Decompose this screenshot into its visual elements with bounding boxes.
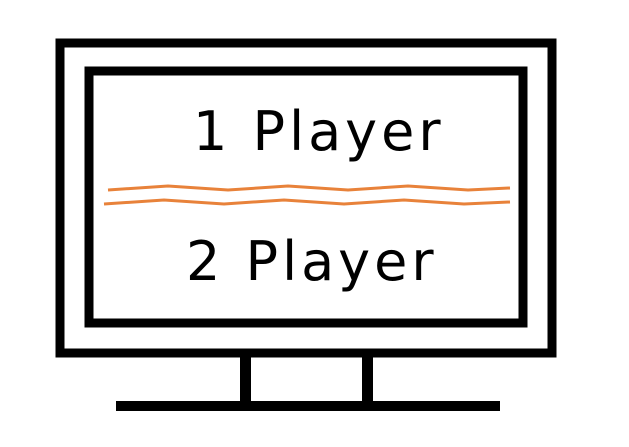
monitor-stand-right-leg [362, 352, 373, 402]
monitor-outer-frame [55, 38, 557, 358]
zigzag-divider-icon [103, 184, 511, 206]
menu-option-2-player[interactable]: 2 Player [186, 230, 438, 293]
monitor-screen-border [84, 66, 528, 328]
monitor-stand-left-leg [240, 352, 251, 402]
menu-option-1-player[interactable]: 1 Player [193, 100, 445, 163]
monitor-stand-base [116, 401, 500, 411]
